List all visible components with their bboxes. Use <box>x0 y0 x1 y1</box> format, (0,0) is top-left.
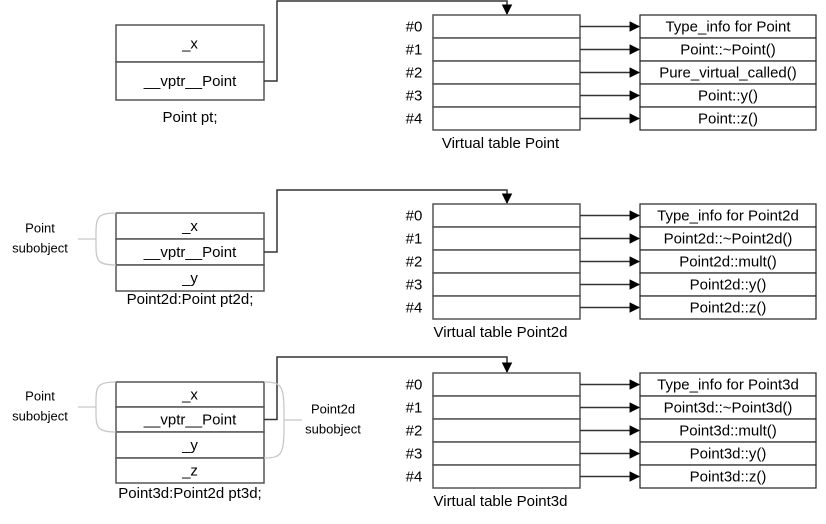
vtable-slot-index: #0 <box>406 18 423 35</box>
vtable-target-function: Point3d::y() <box>690 445 767 462</box>
object-field: _y <box>181 437 198 454</box>
vtable-slot-cell <box>432 249 581 274</box>
object-caption: Point3d:Point2d pt3d; <box>118 485 261 502</box>
virtual-table: #0 Type_info for Point#1 Point::~Point()#2… <box>406 14 817 152</box>
vtable-target-function: Point::y() <box>698 87 758 104</box>
vtable-slot-index: #2 <box>406 253 423 270</box>
vtable-target-function: Point2d::y() <box>690 276 767 293</box>
object-field-cell <box>115 212 265 240</box>
object-field-cell <box>115 238 265 266</box>
vtable-target-function: Point3d::mult() <box>679 422 777 439</box>
subobject-label: Point <box>25 388 55 403</box>
vtable-target-function: Point::z() <box>698 110 758 127</box>
vtable-slot-index: #3 <box>406 445 423 462</box>
virtual-table: #0 Type_info for Point3d#1 Point3d::~Point… <box>406 372 817 510</box>
vtable-target-cell <box>639 106 817 131</box>
vtable-title: Virtual table Point2d <box>434 324 568 341</box>
vtable-slot-cell <box>432 83 581 108</box>
vtable-target-cell <box>639 464 817 489</box>
object-field: _x <box>181 386 198 403</box>
subobject-label: subobject <box>305 421 361 436</box>
vtable-target-function: Pure_virtual_called() <box>659 64 797 81</box>
vptr-arrow <box>264 356 513 421</box>
vtable-slot-cell <box>432 295 581 320</box>
vptr-arrow <box>264 189 513 253</box>
vptr-field: __vptr__Point <box>143 411 237 428</box>
subobject-brace <box>95 381 117 433</box>
object-field-cell <box>115 457 265 484</box>
subobject-label: subobject <box>12 240 68 255</box>
vtable-slot-index: #4 <box>406 468 423 485</box>
vtable-slot-cell <box>432 37 581 62</box>
vtable-slot-cell <box>432 226 581 251</box>
vtable-target-function: Point3d::z() <box>690 468 767 485</box>
object-field-cell <box>115 61 265 101</box>
vptr-field: __vptr__Point <box>143 73 237 90</box>
vtable-target-cell <box>639 295 817 320</box>
vtable-slot-cell <box>432 106 581 131</box>
vtable-target-function: Type_info for Point3d <box>657 376 799 393</box>
object-field-cell <box>115 431 265 459</box>
vtable-slot-index: #0 <box>406 376 423 393</box>
vtable-target-function: Point2d::~Point2d() <box>664 230 793 247</box>
vtable-target-function: Point::~Point() <box>680 41 775 58</box>
object-field-cell <box>115 24 265 63</box>
vtable-target-function: Type_info for Point <box>665 18 791 35</box>
vtable-target-function: Type_info for Point2d <box>657 207 799 224</box>
vtable-slot-cell <box>432 395 581 420</box>
object-field: _y <box>181 270 198 287</box>
vtable-slot-index: #3 <box>406 87 423 104</box>
vtable-slot-cell <box>432 60 581 85</box>
object-field-cell <box>115 381 265 408</box>
subobject-label: Point2d <box>311 401 355 416</box>
vtable-slot-index: #1 <box>406 230 423 247</box>
vtable-target-function: Point2d::z() <box>690 299 767 316</box>
vptr-arrow <box>264 0 513 82</box>
vtable-slot-cell <box>432 464 581 489</box>
vtable-title: Virtual table Point3d <box>434 493 568 510</box>
vptr-field: __vptr__Point <box>143 244 237 261</box>
vtable-slot-cell <box>432 441 581 466</box>
subobject-brace <box>95 212 117 266</box>
object-caption: Point pt; <box>162 109 217 126</box>
vtable-slot-cell <box>432 418 581 443</box>
vtable-slot-index: #2 <box>406 64 423 81</box>
vtable-slot-cell <box>432 372 581 397</box>
virtual-table: #0 Type_info for Point2d#1 Point2d::~Point… <box>406 203 817 341</box>
object-field: _x <box>181 35 198 52</box>
vtable-slot-index: #1 <box>406 41 423 58</box>
object-field: _x <box>181 218 198 235</box>
vtable-slot-index: #4 <box>406 110 423 127</box>
vtable-target-function: Point2d::mult() <box>679 253 777 270</box>
vtable-slot-index: #1 <box>406 399 423 416</box>
vtable-title: Virtual table Point <box>442 135 560 152</box>
vtable-slot-cell <box>432 203 581 228</box>
vtable-target-function: Point3d::~Point3d() <box>664 399 793 416</box>
object-field: _z <box>181 462 198 479</box>
vtable-slot-index: #0 <box>406 207 423 224</box>
vtable-slot-cell <box>432 14 581 39</box>
subobject-label: subobject <box>12 408 68 423</box>
object-field-cell <box>115 264 265 292</box>
vtable-slot-index: #2 <box>406 422 423 439</box>
object-caption: Point2d:Point pt2d; <box>127 291 254 308</box>
vtable-slot-index: #4 <box>406 299 423 316</box>
vtable-slot-index: #3 <box>406 276 423 293</box>
vtable-slot-cell <box>432 272 581 297</box>
subobject-label: Point <box>25 220 55 235</box>
